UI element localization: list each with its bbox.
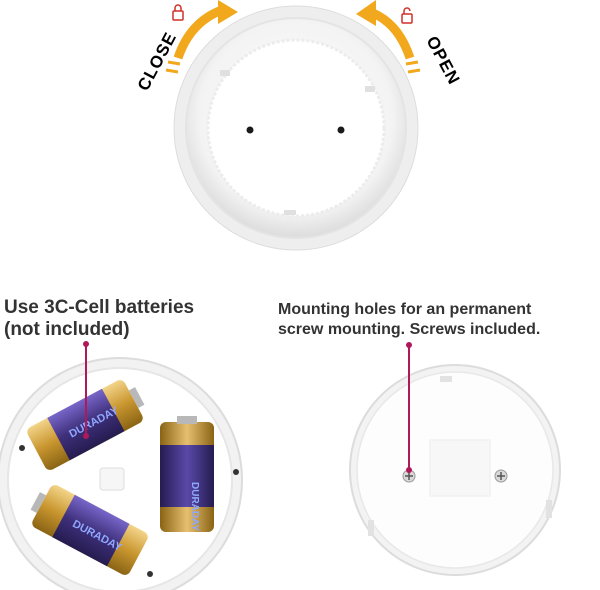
mounting-hole-left [246,126,254,134]
battery-pointer [83,341,89,439]
mounting-caption-line1: Mounting holes for an permanent [278,301,532,318]
batteries-caption-line1: Use 3C-Cell batteries [4,297,195,318]
batteries-caption: Use 3C-Cell batteries (not included) [4,297,254,341]
battery-bottom-left: DURADAY [30,485,148,575]
padlock-icon [172,4,184,21]
svg-text:DURADAY: DURADAY [189,482,200,531]
batteries-caption-line2: (not included) [4,319,130,340]
close-label: CLOSE [134,29,181,94]
padlock-open-icon [401,7,413,24]
screw-right-icon [494,469,508,483]
mounting-caption: Mounting holes for an permanent screw mo… [278,300,598,340]
screw-left-icon [402,469,416,483]
battery-right: DURADAY [160,416,214,532]
mounting-hole-right [337,126,345,134]
mounting-pointer [406,342,412,473]
open-label: OPEN [422,33,463,88]
open-rotation-arrow-icon [356,0,421,74]
close-rotation-arrow-icon [165,0,238,74]
mounting-plate [349,364,561,576]
top-light-fixture [173,5,419,251]
mounting-caption-line2: screw mounting. Screws included. [278,321,541,338]
